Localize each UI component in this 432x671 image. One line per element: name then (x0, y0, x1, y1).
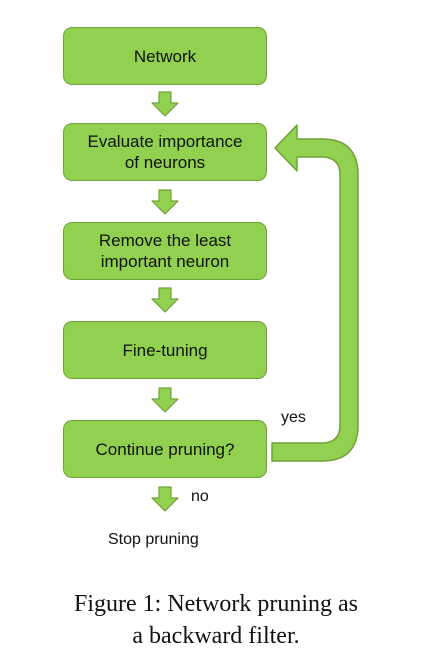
node-evaluate-line2: of neurons (124, 153, 206, 172)
down-arrow-icon (151, 189, 179, 215)
node-remove-line2: important neuron (100, 252, 230, 271)
node-evaluate-line1: Evaluate importance (87, 132, 243, 151)
down-arrow-icon (151, 387, 179, 413)
yes-label: yes (281, 409, 306, 426)
node-remove: Remove the least important neuron (63, 222, 267, 280)
stop-pruning-label: Stop pruning (108, 531, 199, 548)
node-network-label: Network (133, 46, 197, 66)
node-remove-line1: Remove the least (98, 231, 232, 250)
node-finetune: Fine-tuning (63, 321, 267, 379)
node-finetune-label: Fine-tuning (122, 340, 208, 360)
down-arrow-icon (151, 287, 179, 313)
caption-line2: a backward filter. (132, 623, 300, 649)
no-label: no (191, 488, 209, 505)
down-arrow-icon (151, 486, 179, 512)
down-arrow-icon (151, 91, 179, 117)
figure-caption: Figure 1: Network pruning as a backward … (0, 588, 432, 652)
node-evaluate: Evaluate importance of neurons (63, 123, 267, 181)
node-continue-label: Continue pruning? (95, 439, 235, 459)
node-continue: Continue pruning? (63, 420, 267, 478)
node-network: Network (63, 27, 267, 85)
caption-line1: Figure 1: Network pruning as (74, 591, 358, 617)
